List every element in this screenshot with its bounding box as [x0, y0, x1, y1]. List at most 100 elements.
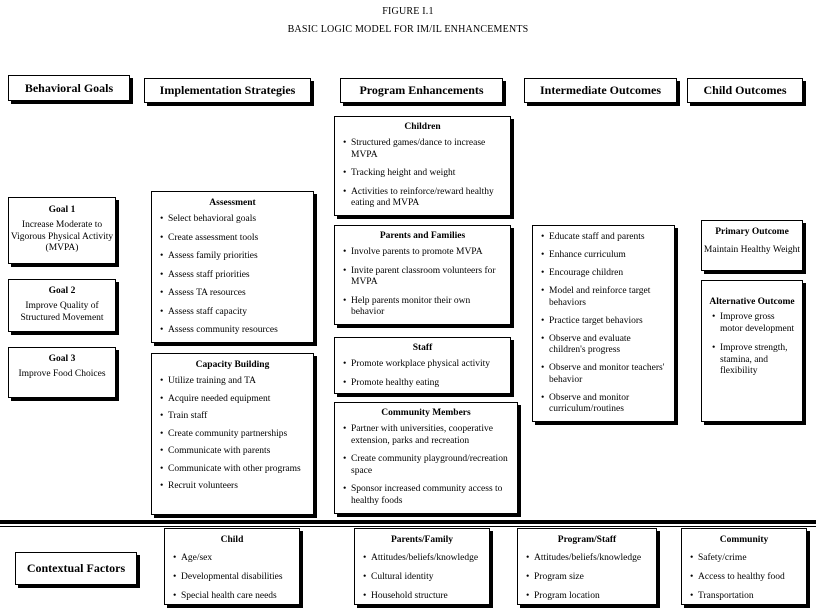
capacity-building-list: Utilize training and TA Acquire needed e… — [152, 376, 313, 493]
goal-1-box: Goal 1 Increase Moderate to Vigorous Phy… — [8, 197, 116, 264]
staff-title: Staff — [412, 343, 433, 353]
figure-title: BASIC LOGIC MODEL FOR IM/IL ENHANCEMENTS — [287, 24, 529, 35]
goal-1-text: Increase Moderate to Vigorous Physical A… — [10, 220, 114, 253]
context-parents-family-box: Parents/Family Attitudes/beliefs/knowled… — [354, 528, 490, 605]
intermediate-outcomes-list: Educate staff and parents Enhance curric… — [533, 232, 674, 416]
context-parents-family-title: Parents/Family — [390, 535, 454, 545]
parents-families-box: Parents and Families Involve parents to … — [334, 225, 511, 325]
list-item: Program location — [526, 591, 651, 603]
list-item: Communicate with parents — [160, 446, 308, 458]
list-item: Assess community resources — [160, 325, 308, 337]
header-program-enhancements: Program Enhancements — [340, 78, 503, 103]
section-divider — [0, 520, 816, 524]
list-item: Practice target behaviors — [541, 316, 669, 328]
list-item: Communicate with other programs — [160, 464, 308, 476]
list-item: Safety/crime — [690, 553, 801, 565]
list-item: Involve parents to promote MVPA — [343, 247, 505, 259]
goal-3-title: Goal 3 — [48, 354, 76, 364]
context-community-box: Community Safety/crime Access to healthy… — [681, 528, 807, 605]
assessment-list: Select behavioral goals Create assessmen… — [152, 214, 313, 337]
list-item: Promote healthy eating — [343, 378, 505, 390]
list-item: Improve gross motor development — [712, 312, 798, 335]
section-divider-thin — [0, 526, 816, 527]
list-item: Assess TA resources — [160, 288, 308, 300]
figure-label: FIGURE I.1 — [382, 6, 434, 17]
header-implementation-strategies: Implementation Strategies — [144, 78, 311, 103]
alternative-outcome-list: Improve gross motor development Improve … — [702, 312, 802, 378]
list-item: Observe and monitor teachers' behavior — [541, 363, 669, 386]
alternative-outcome-box: Alternative Outcome Improve gross motor … — [701, 280, 803, 422]
primary-outcome-box: Primary Outcome Maintain Healthy Weight — [701, 220, 803, 271]
context-program-staff-box: Program/Staff Attitudes/beliefs/knowledg… — [517, 528, 657, 605]
context-program-staff-list: Attitudes/beliefs/knowledge Program size… — [518, 553, 656, 603]
primary-outcome-text: Maintain Healthy Weight — [703, 245, 801, 255]
community-members-title: Community Members — [381, 408, 471, 418]
list-item: Transportation — [690, 591, 801, 603]
list-item: Enhance curriculum — [541, 250, 669, 262]
children-list: Structured games/dance to increase MVPA … — [335, 138, 510, 210]
primary-outcome-title: Primary Outcome — [715, 227, 789, 237]
context-child-title: Child — [220, 535, 244, 545]
list-item: Invite parent classroom volunteers for M… — [343, 266, 505, 289]
list-item: Create community partnerships — [160, 429, 308, 441]
capacity-building-title: Capacity Building — [195, 360, 270, 370]
list-item: Sponsor increased community access to he… — [343, 484, 512, 507]
list-item: Improve strength, stamina, and flexibili… — [712, 343, 798, 378]
goal-3-text: Improve Food Choices — [18, 369, 106, 379]
capacity-building-box: Capacity Building Utilize training and T… — [151, 353, 314, 515]
parents-families-title: Parents and Families — [379, 231, 466, 241]
list-item: Promote workplace physical activity — [343, 359, 505, 371]
goal-1-title: Goal 1 — [48, 205, 76, 215]
children-title: Children — [404, 122, 441, 132]
list-item: Assess staff capacity — [160, 307, 308, 319]
header-intermediate-outcomes: Intermediate Outcomes — [524, 78, 677, 103]
list-item: Assess family priorities — [160, 251, 308, 263]
parents-families-list: Involve parents to promote MVPA Invite p… — [335, 247, 510, 319]
intermediate-outcomes-box: Educate staff and parents Enhance curric… — [532, 225, 675, 422]
list-item: Observe and evaluate children's progress — [541, 334, 669, 357]
header-child-outcomes: Child Outcomes — [687, 78, 803, 103]
list-item: Select behavioral goals — [160, 214, 308, 226]
children-box: Children Structured games/dance to incre… — [334, 116, 511, 216]
staff-list: Promote workplace physical activity Prom… — [335, 359, 510, 389]
goal-2-text: Improve Quality of Structured Movement — [20, 301, 104, 323]
goal-2-box: Goal 2 Improve Quality of Structured Mov… — [8, 279, 116, 332]
list-item: Create community playground/recreation s… — [343, 454, 512, 477]
community-members-list: Partner with universities, cooperative e… — [335, 424, 517, 507]
list-item: Model and reinforce target behaviors — [541, 286, 669, 309]
header-behavioral-goals: Behavioral Goals — [8, 75, 130, 101]
contextual-factors-label: Contextual Factors — [15, 552, 137, 585]
list-item: Age/sex — [173, 553, 294, 565]
goal-2-title: Goal 2 — [48, 286, 76, 296]
list-item: Train staff — [160, 411, 308, 423]
context-program-staff-title: Program/Staff — [557, 535, 617, 545]
list-item: Create assessment tools — [160, 233, 308, 245]
context-child-box: Child Age/sex Developmental disabilities… — [164, 528, 300, 605]
list-item: Attitudes/beliefs/knowledge — [526, 553, 651, 565]
context-child-list: Age/sex Developmental disabilities Speci… — [165, 553, 299, 603]
list-item: Program size — [526, 572, 651, 584]
context-parents-family-list: Attitudes/beliefs/knowledge Cultural ide… — [355, 553, 489, 603]
list-item: Household structure — [363, 591, 484, 603]
list-item: Help parents monitor their own behavior — [343, 296, 505, 319]
goal-3-box: Goal 3 Improve Food Choices — [8, 347, 116, 398]
list-item: Observe and monitor curriculum/routines — [541, 393, 669, 416]
list-item: Special health care needs — [173, 591, 294, 603]
list-item: Partner with universities, cooperative e… — [343, 424, 512, 447]
list-item: Acquire needed equipment — [160, 394, 308, 406]
assessment-box: Assessment Select behavioral goals Creat… — [151, 191, 314, 343]
list-item: Encourage children — [541, 268, 669, 280]
list-item: Utilize training and TA — [160, 376, 308, 388]
context-community-title: Community — [719, 535, 769, 545]
staff-box: Staff Promote workplace physical activit… — [334, 337, 511, 394]
list-item: Tracking height and weight — [343, 168, 505, 180]
list-item: Educate staff and parents — [541, 232, 669, 244]
list-item: Attitudes/beliefs/knowledge — [363, 553, 484, 565]
list-item: Access to healthy food — [690, 572, 801, 584]
list-item: Recruit volunteers — [160, 481, 308, 493]
list-item: Assess staff priorities — [160, 270, 308, 282]
alternative-outcome-title: Alternative Outcome — [709, 297, 795, 307]
community-members-box: Community Members Partner with universit… — [334, 402, 518, 514]
list-item: Activities to reinforce/reward healthy e… — [343, 187, 505, 210]
assessment-title: Assessment — [209, 198, 256, 208]
